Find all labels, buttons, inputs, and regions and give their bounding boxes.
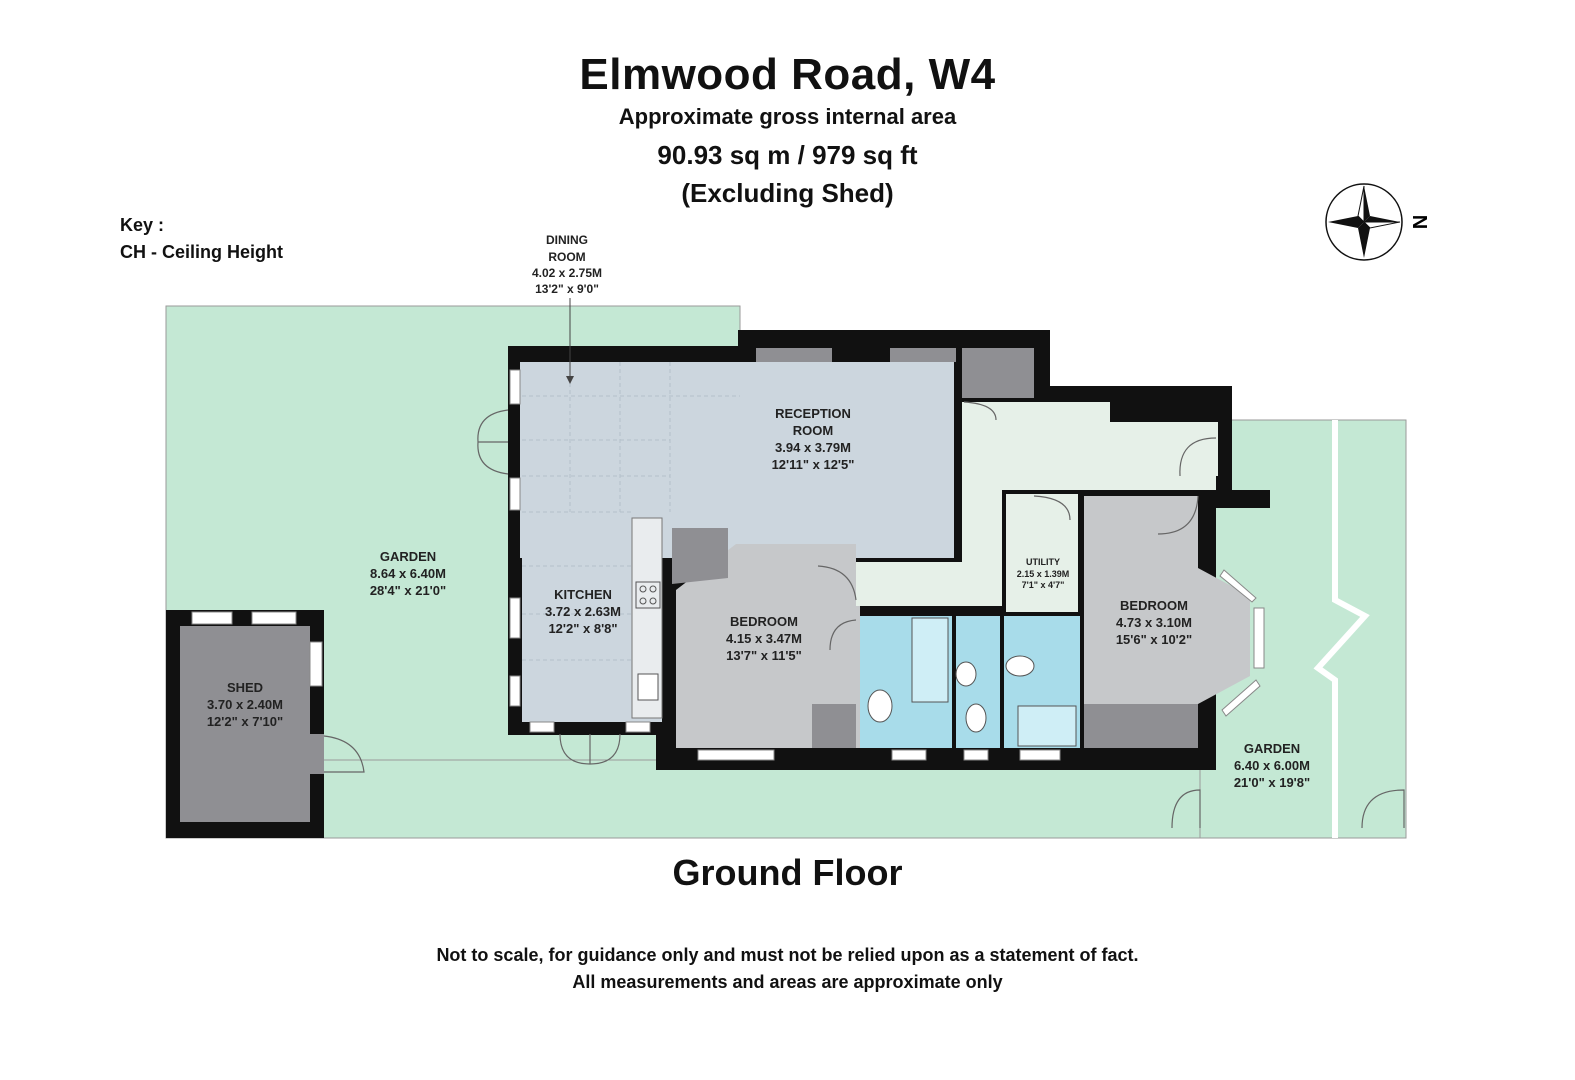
basin-two-icon	[955, 661, 977, 687]
store-cupboard-one	[962, 348, 1034, 398]
windows	[509, 369, 1265, 761]
reception-name-line1: RECEPTION	[775, 406, 851, 421]
shower-tray-two-icon	[1017, 705, 1077, 747]
reception-metric: 3.94 x 3.79M	[775, 440, 851, 455]
shed-window-north	[191, 611, 233, 625]
page-title: Elmwood Road, W4	[579, 50, 996, 99]
cabinet-reception-left	[756, 348, 832, 362]
doors	[323, 401, 1405, 829]
door-utility	[1033, 495, 1071, 521]
door-hall-cupboard	[963, 401, 997, 421]
door-reception	[817, 565, 857, 601]
shed-window-east	[309, 641, 323, 687]
bedroom-one-name: BEDROOM	[730, 614, 798, 629]
kitchen-imperial: 12'2" x 8'8"	[548, 621, 617, 636]
living-floor-grid	[522, 362, 740, 661]
door-bedroom-one	[829, 619, 857, 651]
utility-floor	[1006, 494, 1078, 612]
garden-side-name: GARDEN	[1244, 741, 1300, 756]
shed-name: SHED	[227, 680, 263, 695]
cabinet-reception-right	[890, 348, 956, 362]
disclaimer: Not to scale, for guidance only and must…	[0, 942, 1575, 996]
store-cupboard-two	[672, 528, 728, 584]
bedroom-two-metric: 4.73 x 3.10M	[1116, 615, 1192, 630]
toilet-icon	[965, 703, 987, 733]
window-bay-bedroom-two-lower	[1221, 679, 1261, 717]
garden-fence-line	[1313, 420, 1370, 838]
window-bay-bedroom-two-side	[1253, 607, 1265, 669]
door-hall-entrance	[1179, 437, 1217, 477]
garden-main-imperial: 28'4" x 21'0"	[370, 583, 446, 598]
bedroom-two-floor	[1084, 496, 1250, 748]
window-bedroom-one-south	[697, 749, 775, 761]
window-shower-south	[1019, 749, 1061, 761]
bedroom-one-metric: 4.15 x 3.47M	[726, 631, 802, 646]
window-kitchen-west-3	[509, 675, 521, 707]
garden-main-name: GARDEN	[380, 549, 436, 564]
shed-window-north-2	[251, 611, 297, 625]
dining-imperial: 13'2" x 9'0"	[535, 282, 599, 296]
garden-side-imperial: 21'0" x 19'8"	[1234, 775, 1310, 790]
window-wc-south	[963, 749, 989, 761]
key-heading: Key :	[120, 215, 165, 235]
key-entry-ceiling-height: CH - Ceiling Height	[120, 242, 283, 262]
bedroom-one-floor	[676, 544, 860, 748]
hallway-floor	[856, 402, 1218, 606]
sink-icon	[637, 673, 659, 701]
shed-imperial: 12'2" x 7'10"	[207, 714, 283, 729]
window-kitchen-south	[529, 721, 555, 733]
compass-rose-icon: N	[1325, 183, 1430, 261]
shed-floor	[180, 626, 310, 822]
door-garden-french	[477, 409, 509, 475]
bedroom-two-name: BEDROOM	[1120, 598, 1188, 613]
gross-area: 90.93 sq m / 979 sq ft	[657, 140, 918, 170]
shed-building	[166, 610, 324, 838]
toilet-two-icon	[1005, 655, 1035, 677]
shed-door-gap	[310, 734, 324, 774]
house-rooms	[520, 348, 1250, 748]
window-kitchen-south-2	[625, 721, 651, 733]
wardrobe-bedroom-one	[812, 704, 856, 748]
window-kitchen-west-2	[509, 597, 521, 639]
dining-name-line1: DINING	[546, 233, 588, 247]
shed-metric: 3.70 x 2.40M	[207, 697, 283, 712]
dining-pointer-arrow	[566, 376, 574, 384]
kitchen-name: KITCHEN	[554, 587, 612, 602]
wardrobe-bedroom-two	[1084, 704, 1198, 748]
garden-main-metric: 8.64 x 6.40M	[370, 566, 446, 581]
room-labels: DINING ROOM 4.02 x 2.75M 13'2" x 9'0" RE…	[207, 233, 1310, 790]
disclaimer-line-1: Not to scale, for guidance only and must…	[436, 945, 1139, 965]
compass-north-label: N	[1408, 215, 1430, 229]
door-shed	[323, 735, 365, 773]
bedroom-one-imperial: 13'7" x 11'5"	[726, 648, 802, 663]
floor-label: Ground Floor	[672, 852, 903, 893]
door-kitchen-french	[559, 733, 621, 765]
reception-name-line2: ROOM	[793, 423, 833, 438]
window-bay-bedroom-two	[1219, 569, 1257, 603]
shower-tray-icon	[911, 617, 949, 703]
area-exclusion-note: (Excluding Shed)	[681, 178, 894, 208]
key-legend: Key : CH - Ceiling Height	[120, 212, 283, 266]
garden-side-metric: 6.40 x 6.00M	[1234, 758, 1310, 773]
window-dining-west	[509, 369, 521, 405]
basin-icon	[867, 689, 893, 723]
utility-name: UTILITY	[1026, 557, 1060, 567]
disclaimer-line-2: All measurements and areas are approxima…	[572, 972, 1003, 992]
door-garden-gate-2	[1361, 789, 1405, 829]
door-garden-gate	[1171, 789, 1201, 829]
utility-metric: 2.15 x 1.39M	[1017, 569, 1070, 579]
dining-metric: 4.02 x 2.75M	[532, 266, 602, 280]
door-bedroom-two	[1157, 495, 1199, 535]
utility-imperial: 7'1" x 4'7"	[1022, 580, 1065, 590]
reception-imperial: 12'11" x 12'5"	[772, 457, 855, 472]
kitchen-metric: 3.72 x 2.63M	[545, 604, 621, 619]
window-bath-south	[891, 749, 927, 761]
window-kitchen-west	[509, 477, 521, 511]
dining-name-line2: ROOM	[548, 250, 585, 264]
area-subtitle: Approximate gross internal area	[618, 104, 957, 129]
bedroom-two-imperial: 15'6" x 10'2"	[1116, 632, 1192, 647]
hob-icon	[635, 581, 661, 609]
